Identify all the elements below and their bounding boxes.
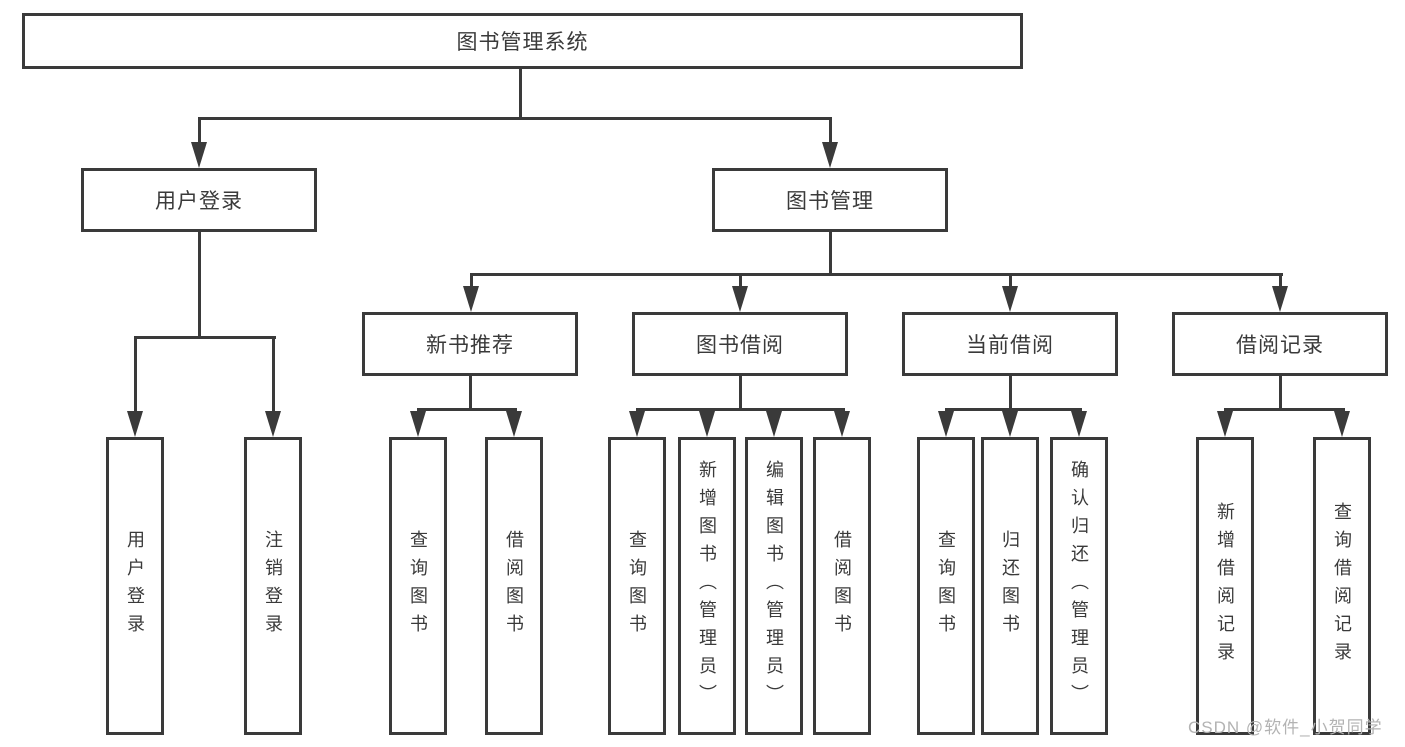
- arrow-down-icon: [1272, 286, 1288, 312]
- node-leaf-return-book: 归还图书: [981, 437, 1039, 735]
- arrow-down-icon: [410, 411, 426, 437]
- connector-line: [1224, 408, 1345, 411]
- leaf-label: 用户登录: [125, 530, 145, 642]
- node-user-login: 用户登录: [81, 168, 317, 232]
- node-leaf-query-books-borrow: 查询图书: [608, 437, 666, 735]
- arrow-down-icon: [1217, 411, 1233, 437]
- connector-line: [829, 232, 832, 275]
- connector-line: [829, 117, 832, 145]
- connector-line: [198, 117, 201, 145]
- arrow-down-icon: [1071, 411, 1087, 437]
- leaf-label: 借阅图书: [832, 530, 852, 642]
- leaf-label: 注销登录: [263, 530, 283, 642]
- connector-line: [1009, 273, 1012, 289]
- leaf-label: 归还图书: [1000, 530, 1020, 642]
- csdn-watermark: CSDN @软件_小贺同学: [1188, 718, 1383, 737]
- arrow-down-icon: [822, 142, 838, 168]
- leaf-label: 新增图书（管理员）: [697, 460, 717, 712]
- leaf-label: 借阅图书: [504, 530, 524, 642]
- arrow-down-icon: [629, 411, 645, 437]
- node-leaf-edit-book-admin: 编辑图书（管理员）: [745, 437, 803, 735]
- connector-line: [1009, 376, 1012, 410]
- arrow-down-icon: [699, 411, 715, 437]
- node-new-book-recommend: 新书推荐: [362, 312, 578, 376]
- connector-line: [272, 336, 275, 414]
- node-book-management: 图书管理: [712, 168, 948, 232]
- connector-line: [636, 408, 845, 411]
- node-leaf-query-borrow-record: 查询借阅记录: [1313, 437, 1371, 735]
- node-leaf-borrow-books: 借阅图书: [813, 437, 871, 735]
- arrow-down-icon: [732, 286, 748, 312]
- arrow-down-icon: [1334, 411, 1350, 437]
- leaf-label: 新增借阅记录: [1215, 502, 1235, 670]
- leaf-label: 确认归还（管理员）: [1069, 460, 1089, 712]
- node-book-borrow: 图书借阅: [632, 312, 848, 376]
- arrow-down-icon: [191, 142, 207, 168]
- node-leaf-borrow-books-recommend: 借阅图书: [485, 437, 543, 735]
- arrow-down-icon: [1002, 411, 1018, 437]
- connector-line: [1279, 273, 1282, 289]
- connector-line: [945, 408, 1082, 411]
- connector-line: [198, 117, 832, 120]
- leaf-label: 查询图书: [936, 530, 956, 642]
- connector-line: [134, 336, 276, 339]
- node-leaf-query-books-current: 查询图书: [917, 437, 975, 735]
- arrow-down-icon: [127, 411, 143, 437]
- connector-line: [470, 273, 473, 289]
- arrow-down-icon: [766, 411, 782, 437]
- node-root-system: 图书管理系统: [22, 13, 1023, 69]
- node-leaf-logout: 注销登录: [244, 437, 302, 735]
- arrow-down-icon: [463, 286, 479, 312]
- leaf-label: 查询借阅记录: [1332, 502, 1352, 670]
- leaf-label: 查询图书: [627, 530, 647, 642]
- arrow-down-icon: [265, 411, 281, 437]
- node-borrow-records: 借阅记录: [1172, 312, 1388, 376]
- connector-line: [470, 273, 1283, 276]
- arrow-down-icon: [834, 411, 850, 437]
- node-leaf-add-book-admin: 新增图书（管理员）: [678, 437, 736, 735]
- leaf-label: 编辑图书（管理员）: [764, 460, 784, 712]
- arrow-down-icon: [506, 411, 522, 437]
- connector-line: [1279, 376, 1282, 410]
- connector-line: [519, 69, 522, 119]
- connector-line: [739, 273, 742, 289]
- connector-line: [417, 408, 517, 411]
- node-leaf-query-books-recommend: 查询图书: [389, 437, 447, 735]
- node-leaf-user-login: 用户登录: [106, 437, 164, 735]
- node-leaf-confirm-return-admin: 确认归还（管理员）: [1050, 437, 1108, 735]
- node-leaf-add-borrow-record: 新增借阅记录: [1196, 437, 1254, 735]
- leaf-label: 查询图书: [408, 530, 428, 642]
- connector-line: [469, 376, 472, 410]
- connector-line: [198, 232, 201, 338]
- node-current-borrow: 当前借阅: [902, 312, 1118, 376]
- connector-line: [134, 336, 137, 414]
- arrow-down-icon: [938, 411, 954, 437]
- arrow-down-icon: [1002, 286, 1018, 312]
- connector-line: [739, 376, 742, 410]
